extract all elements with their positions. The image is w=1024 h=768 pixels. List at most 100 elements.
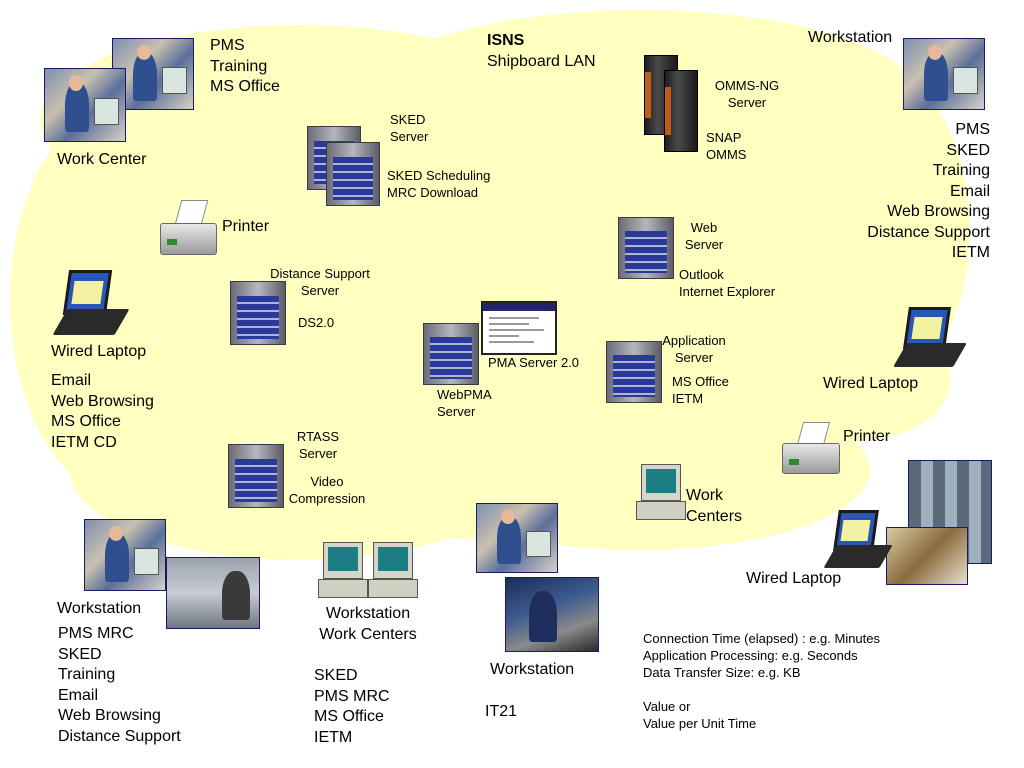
lan-title: ISNS xyxy=(487,32,525,49)
workstation-tr-label: Workstation xyxy=(808,29,893,46)
distance-support-server-rack-icon xyxy=(230,281,286,345)
laptop-icon xyxy=(893,307,967,367)
app-label: Training xyxy=(58,666,116,683)
workstation-pc-icon xyxy=(368,542,418,598)
label-line: Centers xyxy=(686,507,743,525)
app-label: IETM CD xyxy=(51,433,117,451)
app-label: Distance Support xyxy=(867,223,990,241)
omms-server-title: OMMS-NG Server xyxy=(706,77,788,111)
app-label: SKED Scheduling xyxy=(387,168,491,183)
workstation-bc-title: Workstation Work Centers xyxy=(312,604,424,645)
app-label: Distance Support xyxy=(58,727,181,745)
metrics-list: Connection Time (elapsed) : e.g. Minutes… xyxy=(643,630,880,681)
distance-support-server-title: Distance Support Server xyxy=(262,265,378,299)
metric-line: Connection Time (elapsed) : e.g. Minutes xyxy=(643,631,881,646)
server-title: Server xyxy=(298,446,338,461)
wired-laptop-br-label: Wired Laptop xyxy=(746,570,842,587)
app-label: Training xyxy=(932,162,990,179)
workstation-bl-label: Workstation xyxy=(57,600,142,617)
web-server-rack-icon xyxy=(618,217,674,279)
label-line: Work Centers xyxy=(319,625,417,643)
laptop-icon xyxy=(823,510,893,568)
app-label: PMS MRC xyxy=(314,687,390,705)
omms-server-tower-icon xyxy=(664,70,698,152)
app-label: MRC Download xyxy=(387,185,479,200)
metric-line: Value per Unit Time xyxy=(643,716,757,731)
app-label: Email xyxy=(949,182,990,200)
server-title: Web xyxy=(690,220,718,235)
server-title: Server xyxy=(300,283,340,298)
wired-laptop-left-label: Wired Laptop xyxy=(51,343,147,360)
label-line: Work xyxy=(686,487,724,504)
app-label: Training xyxy=(210,57,268,75)
app-label: PMS MRC xyxy=(58,625,134,642)
app-label: OMMS xyxy=(706,147,747,162)
rtass-server-apps: Video Compression xyxy=(282,473,372,507)
printer-right-label: Printer xyxy=(843,428,891,445)
app-label: Email xyxy=(58,686,99,704)
pma-server-rack-icon xyxy=(423,323,479,385)
app-label: Web Browsing xyxy=(58,707,161,724)
app-label: SNAP xyxy=(706,130,742,145)
server-title: RTASS xyxy=(296,429,340,444)
rtass-server-rack-icon xyxy=(228,444,284,508)
workstation-tr-photo xyxy=(903,38,985,110)
app-label: MS Office xyxy=(672,374,729,389)
metric-line: Application Processing: e.g. Seconds xyxy=(643,648,858,663)
app-label: IETM xyxy=(314,728,353,746)
app-label: SKED xyxy=(58,645,102,663)
printer-icon xyxy=(782,422,840,474)
app-label: IETM xyxy=(951,244,990,261)
workstation-it21-photo xyxy=(476,503,558,573)
metric-line: Value or xyxy=(643,699,691,714)
lan-subtitle: Shipboard LAN xyxy=(487,52,596,70)
app-label: MS Office xyxy=(51,413,121,430)
workstation-it21-sub: IT21 xyxy=(485,703,518,720)
work-center-photo-front xyxy=(44,68,126,142)
server-title: Server xyxy=(684,237,724,252)
wired-laptop-right-label: Wired Laptop xyxy=(823,375,919,392)
web-server-apps: Outlook Internet Explorer xyxy=(679,266,775,300)
control-panel-photo xyxy=(166,557,260,629)
workstation-it21-label: Workstation xyxy=(490,661,575,678)
application-server-apps: MS Office IETM xyxy=(672,373,729,407)
rtass-server-title: RTASS Server xyxy=(286,428,350,462)
application-server-title: Application Server xyxy=(656,332,732,366)
app-label: MS Office xyxy=(314,708,384,725)
pma-webpage-thumbnail xyxy=(481,301,557,355)
server-title: Server xyxy=(437,404,476,419)
top-left-apps: PMS Training MS Office xyxy=(210,36,280,98)
label-line: Workstation xyxy=(325,605,411,622)
workstation-tr-apps: PMS SKED Training Email Web Browsing Dis… xyxy=(830,120,990,264)
app-label: Email xyxy=(51,372,92,389)
sked-server-title: SKED Server xyxy=(390,111,428,145)
workstation-bl-photo xyxy=(84,519,166,591)
work-centers-right-label: Work Centers xyxy=(686,486,742,527)
app-label: Compression xyxy=(288,491,366,506)
lan-title-block: ISNS Shipboard LAN xyxy=(487,31,596,72)
app-label: SKED xyxy=(946,141,990,159)
workstation-bc-apps: SKED PMS MRC MS Office IETM xyxy=(314,666,390,748)
distance-support-app: DS2.0 xyxy=(298,315,335,330)
server-title: OMMS-NG xyxy=(714,78,780,93)
workstation-pc-icon xyxy=(636,464,686,520)
printer-icon xyxy=(160,200,217,255)
server-title: Server xyxy=(674,350,714,365)
printer-left-label: Printer xyxy=(222,218,270,235)
server-title: Server xyxy=(390,129,429,144)
app-label: MS Office xyxy=(210,78,280,95)
metric-line: Data Transfer Size: e.g. KB xyxy=(643,665,801,680)
technician-tool-photo xyxy=(886,527,968,585)
webpma-server-title: WebPMA Server xyxy=(437,386,492,420)
omms-server-apps: SNAP OMMS xyxy=(706,129,746,163)
server-title: SKED xyxy=(390,112,426,127)
server-title: Application xyxy=(662,333,726,348)
server-title: WebPMA xyxy=(437,387,492,402)
sked-server-rack-icon xyxy=(326,142,380,206)
app-label: Web Browsing xyxy=(51,392,154,410)
engine-room-photo xyxy=(505,577,599,652)
metrics-value: Value or Value per Unit Time xyxy=(643,698,756,732)
application-server-rack-icon xyxy=(606,341,662,403)
app-label: SKED xyxy=(314,667,358,684)
server-title: Distance Support xyxy=(270,266,370,281)
